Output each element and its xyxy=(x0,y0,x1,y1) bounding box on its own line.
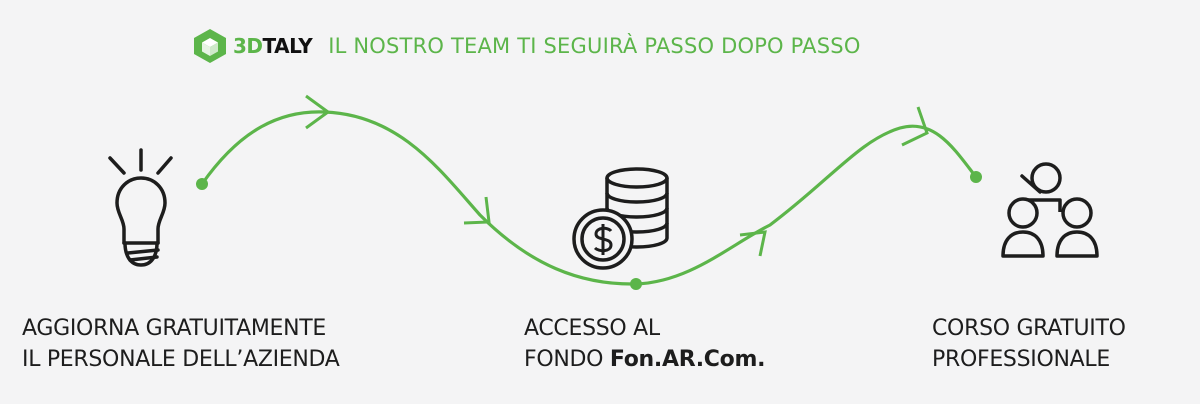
process-path xyxy=(200,110,978,286)
coins-dollar-icon xyxy=(572,167,669,270)
cube-logo-icon xyxy=(194,29,226,63)
fund-name: Fon.AR.Com. xyxy=(609,347,766,372)
step-label-fund-access: ACCESSO AL FONDO Fon.AR.Com. xyxy=(524,316,766,372)
step-label-free-course: CORSO GRATUITO PROFESSIONALE xyxy=(932,316,1126,372)
arrow-icon xyxy=(305,94,331,130)
step-label-update-staff: AGGIORNA GRATUITAMENTE IL PERSONALE DELL… xyxy=(22,316,340,372)
path-dot xyxy=(196,178,208,190)
lightbulb-icon xyxy=(108,148,173,267)
path-dot xyxy=(630,278,642,290)
arrow-icon xyxy=(463,196,491,225)
path-dot xyxy=(970,171,982,183)
tagline: IL NOSTRO TEAM TI SEGUIRÀ PASSO DOPO PAS… xyxy=(328,34,861,58)
header: 3DTALY IL NOSTRO TEAM TI SEGUIRÀ PASSO D… xyxy=(193,28,861,64)
brand-logo-text: 3DTALY xyxy=(233,34,313,58)
arrow-icon xyxy=(739,230,767,257)
people-training-icon xyxy=(1001,162,1099,258)
arrow-icon xyxy=(901,106,929,147)
